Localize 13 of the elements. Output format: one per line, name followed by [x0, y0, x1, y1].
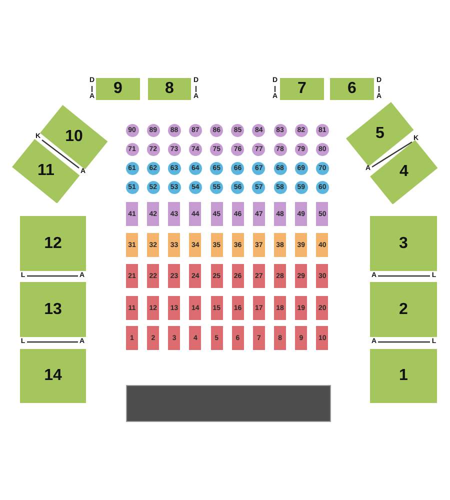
seating-section: 14 — [20, 349, 86, 403]
seating-section: 1 — [370, 349, 437, 403]
seating-section: 9 — [96, 78, 140, 100]
seating-section: 13 — [20, 282, 86, 337]
stage — [126, 385, 331, 422]
seating-section: 2 — [370, 282, 437, 337]
seating-section: 6 — [330, 78, 374, 100]
seating-section: 7 — [280, 78, 324, 100]
seating-section: 3 — [370, 216, 437, 271]
seating-section: 12 — [20, 216, 86, 271]
seating-section: 4 — [370, 140, 438, 204]
seating-section: 8 — [148, 78, 191, 100]
seating-section: 5 — [346, 102, 414, 166]
